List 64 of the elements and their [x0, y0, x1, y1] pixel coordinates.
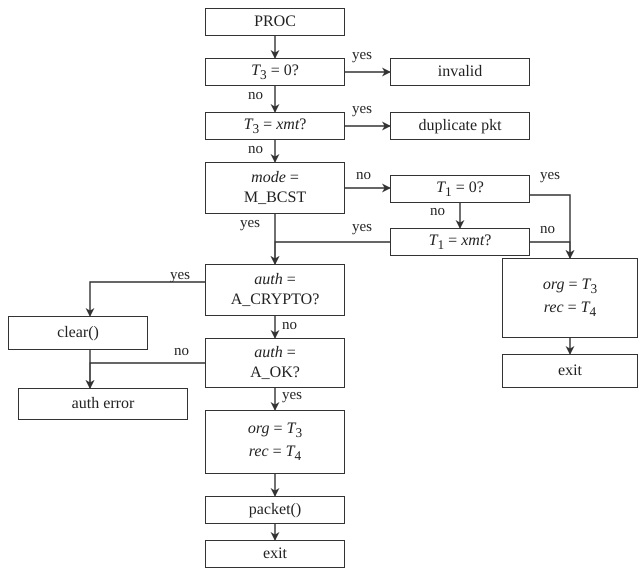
- box-text: mode = M_BCST: [242, 168, 308, 208]
- box-text: auth = A_CRYPTO?: [230, 270, 320, 310]
- box-text: T$_{1}$ = xmt?: [428, 230, 492, 254]
- arrow: [345, 184, 391, 192]
- arrow: [345, 122, 391, 130]
- process-box: [205, 410, 345, 474]
- edge-label: yes: [282, 388, 302, 403]
- process-box: [502, 258, 638, 338]
- arrow: [270, 36, 280, 59]
- process-box: [205, 112, 345, 140]
- arrow: [530, 241, 574, 259]
- edge-label: no: [356, 168, 371, 183]
- box-text: clear(): [57, 323, 99, 343]
- arrow: [566, 338, 574, 355]
- edge-label: yes: [240, 216, 260, 231]
- process-box: [8, 316, 148, 350]
- edge-label: no: [174, 344, 189, 359]
- arrow: [456, 203, 464, 229]
- arrow: [270, 316, 280, 339]
- process-box: [205, 540, 345, 568]
- edge-label: no: [430, 204, 445, 219]
- edge-label: yes: [352, 220, 372, 235]
- process-box: [390, 58, 530, 86]
- box-text: invalid: [438, 62, 482, 82]
- process-box: [18, 388, 188, 420]
- edge-label: yes: [540, 168, 560, 183]
- process-box: [205, 162, 345, 214]
- arrow: [86, 281, 205, 317]
- process-box: [502, 354, 638, 388]
- process-box: [390, 228, 530, 256]
- arrow: [270, 241, 390, 265]
- box-text: org = T$_{3}$ rec = T$_{4}$: [246, 419, 304, 465]
- process-box: [205, 264, 345, 316]
- arrow: [270, 140, 280, 163]
- process-box: [390, 112, 530, 140]
- box-text: duplicate pkt: [418, 116, 502, 136]
- arrow: [270, 474, 280, 497]
- box-text: auth = A_OK?: [249, 343, 301, 383]
- box-text: auth error: [72, 394, 134, 414]
- box-text: exit: [263, 544, 287, 564]
- arrow: [345, 68, 391, 76]
- box-text: exit: [558, 361, 582, 381]
- box-text: PROC: [254, 12, 296, 32]
- process-box: [205, 496, 345, 524]
- process-box: [205, 58, 345, 86]
- edge-label: yes: [352, 102, 372, 117]
- edge-label: no: [282, 318, 297, 333]
- process-box: [205, 338, 345, 388]
- box-text: org = T$_{3}$ rec = T$_{4}$: [542, 275, 598, 321]
- arrow: [86, 362, 205, 389]
- arrow: [270, 388, 280, 411]
- process-box: [390, 175, 530, 203]
- process-box: [205, 8, 345, 36]
- edge-label: no: [540, 222, 555, 237]
- edge-label: no: [248, 88, 263, 103]
- arrow: [270, 524, 280, 541]
- box-text: packet(): [248, 500, 302, 520]
- box-text: T$_{3}$ = 0?: [251, 60, 299, 84]
- arrow: [270, 86, 280, 113]
- box-text: T$_{1}$ = 0?: [436, 178, 484, 200]
- edge-label: yes: [352, 48, 372, 63]
- box-text: T$_{3}$ = xmt?: [244, 114, 306, 138]
- edge-label: no: [248, 142, 263, 157]
- edge-label: yes: [170, 268, 190, 283]
